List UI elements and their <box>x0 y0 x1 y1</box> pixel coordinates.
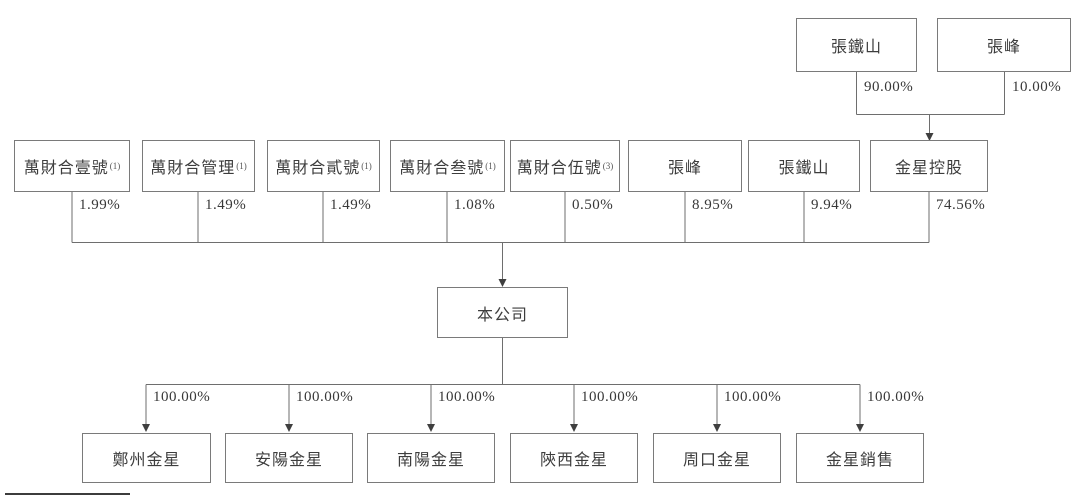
stake-label: 100.00% <box>581 389 639 405</box>
node-zhang-feng-shareholder: 張峰 <box>628 140 742 192</box>
node-zhoukou-jinxing: 周口金星 <box>653 433 781 483</box>
stake-label: 100.00% <box>724 389 782 405</box>
node-label: 金星控股 <box>894 160 963 177</box>
node-label: 萬財合伍號(3) <box>516 160 614 177</box>
node-wancaihe-management: 萬財合管理(1) <box>142 140 255 192</box>
node-label: 張鐵山 <box>778 160 830 177</box>
node-jinxing-holdings: 金星控股 <box>870 140 988 192</box>
node-wancaihe-no5: 萬財合伍號(3) <box>510 140 620 192</box>
node-label: 安陽金星 <box>254 452 323 469</box>
node-wancaihe-no2: 萬財合貳號(1) <box>267 140 380 192</box>
node-anyang-jinxing: 安陽金星 <box>225 433 353 483</box>
footnote-marker: (3) <box>602 161 614 171</box>
subsidiary-bus-connectors <box>145 338 861 425</box>
arrowheads-into-subsidiaries <box>142 424 864 432</box>
node-nanyang-jinxing: 南陽金星 <box>367 433 495 483</box>
shareholder-bus-connectors <box>71 192 930 280</box>
node-label: 周口金星 <box>682 452 751 469</box>
node-zhengzhou-jinxing: 鄭州金星 <box>82 433 211 483</box>
node-label: 鄭州金星 <box>112 452 181 469</box>
node-wancaihe-no1: 萬財合壹號(1) <box>14 140 130 192</box>
stake-label: 8.95% <box>692 197 734 213</box>
node-zhang-tieshan-owner: 張鐵山 <box>796 18 917 72</box>
node-label: 張峰 <box>667 160 702 177</box>
node-label: 萬財合叁號(1) <box>399 160 496 177</box>
stake-label: 1.99% <box>79 197 121 213</box>
node-wancaihe-no3: 萬財合叁號(1) <box>390 140 505 192</box>
node-label: 張峰 <box>986 39 1021 56</box>
node-label: 陝西金星 <box>539 452 608 469</box>
node-zhang-feng-owner: 張峰 <box>937 18 1071 72</box>
node-shaanxi-jinxing: 陝西金星 <box>510 433 638 483</box>
stake-label: 1.08% <box>454 197 496 213</box>
stake-label: 1.49% <box>205 197 247 213</box>
arrowhead-into-jinxing-holdings <box>925 133 934 141</box>
stake-label: 10.00% <box>1012 79 1062 95</box>
footnote-divider <box>5 493 130 495</box>
node-label: 張鐵山 <box>830 39 882 56</box>
stake-label: 9.94% <box>811 197 853 213</box>
footnote-marker: (1) <box>485 161 496 171</box>
node-label: 本公司 <box>476 306 528 324</box>
node-label: 金星銷售 <box>825 452 894 469</box>
stake-label: 100.00% <box>438 389 496 405</box>
top-owner-connectors <box>856 72 1005 134</box>
node-zhang-tieshan-shareholder: 張鐵山 <box>748 140 860 192</box>
node-label: 萬財合管理(1) <box>150 160 247 177</box>
node-label: 萬財合壹號(1) <box>23 160 121 177</box>
footnote-marker: (1) <box>109 161 121 171</box>
footnote-marker: (1) <box>236 161 247 171</box>
node-jinxing-sales: 金星銷售 <box>796 433 924 483</box>
stake-label: 90.00% <box>864 79 914 95</box>
arrowhead-into-company <box>498 279 507 287</box>
footnote-marker: (1) <box>361 161 372 171</box>
stake-label: 0.50% <box>572 197 614 213</box>
stake-label: 100.00% <box>153 389 211 405</box>
stake-label: 100.00% <box>296 389 354 405</box>
stake-label: 1.49% <box>330 197 372 213</box>
node-label: 萬財合貳號(1) <box>275 160 372 177</box>
stake-label: 74.56% <box>936 197 986 213</box>
stake-label: 100.00% <box>867 389 925 405</box>
node-label: 南陽金星 <box>396 452 465 469</box>
node-company: 本公司 <box>437 287 568 338</box>
